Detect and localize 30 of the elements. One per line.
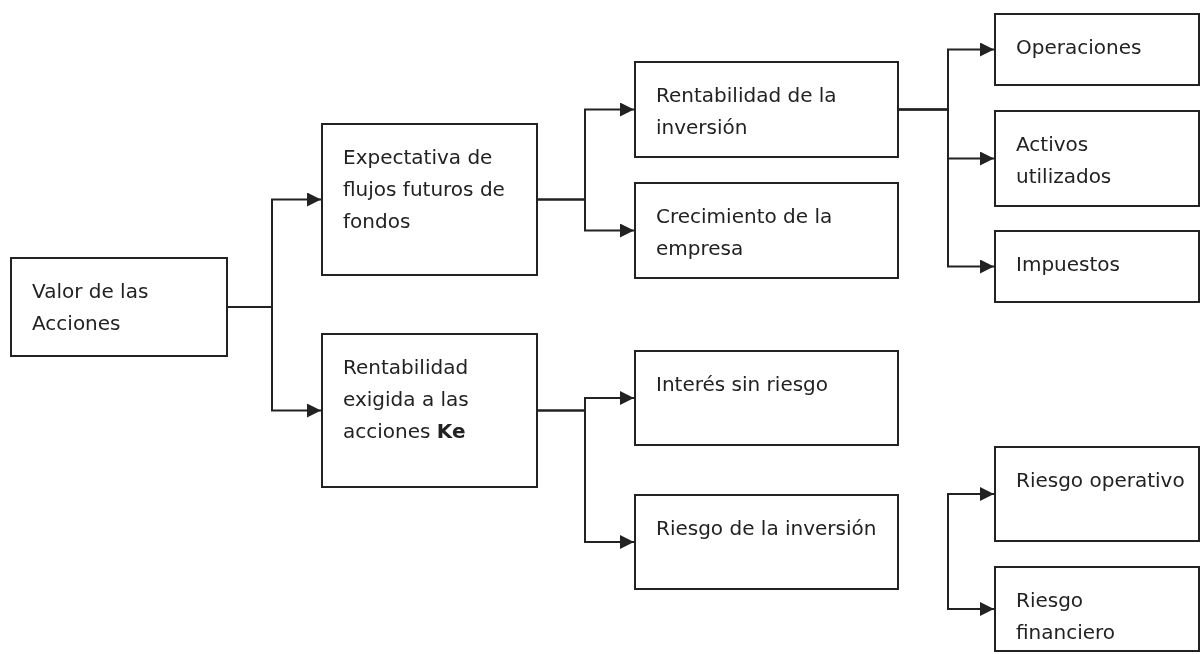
box-label: Crecimiento de la empresa — [656, 203, 834, 262]
box-label: Activos utilizados — [1016, 131, 1113, 190]
concept-box — [10, 257, 228, 357]
box-label: Riesgo de la inversión — [656, 515, 878, 542]
concept-box — [634, 494, 899, 590]
box-label: Rentabilidad de la inversión — [656, 82, 838, 141]
connector-arrow — [898, 108, 995, 274]
concept-box — [994, 110, 1200, 207]
concept-box — [634, 182, 899, 279]
concept-box — [994, 446, 1200, 542]
connector-arrow — [947, 487, 995, 555]
connector-arrow — [947, 553, 995, 616]
box-label: Riesgo operativo — [1016, 467, 1186, 494]
connector-arrow — [537, 198, 635, 238]
connector-arrow — [227, 306, 322, 418]
concept-box — [994, 230, 1200, 303]
box-label: Valor de las Acciones — [32, 278, 150, 337]
box-label: Operaciones — [1016, 34, 1143, 61]
concept-box — [634, 350, 899, 446]
box-label: Riesgo financiero — [1016, 587, 1117, 646]
concept-box — [321, 123, 538, 276]
concept-box — [321, 333, 538, 488]
box-label: Impuestos — [1016, 251, 1121, 278]
concept-box — [994, 13, 1200, 86]
box-label: Expectativa de flujos futuros de fondos — [343, 144, 506, 235]
concept-box — [994, 566, 1200, 652]
connector-arrow — [537, 409, 635, 549]
box-label: Interés sin riesgo — [656, 371, 830, 398]
box-label: Rentabilidad exigida a las acciones Ke — [343, 354, 470, 445]
concept-box — [634, 61, 899, 158]
